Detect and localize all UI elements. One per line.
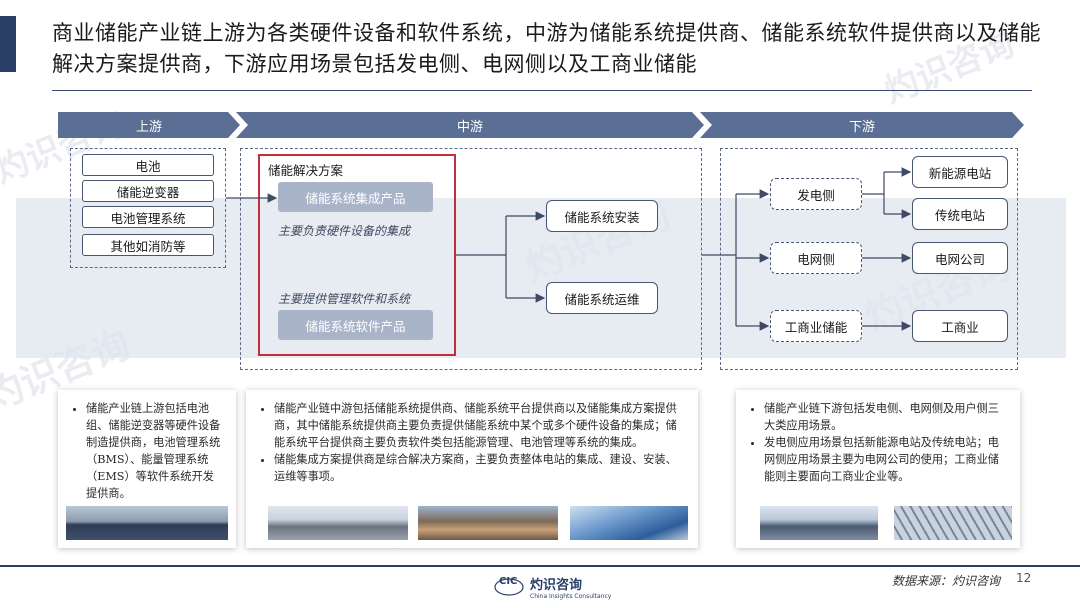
note-mid-1: 储能产业链中游包括储能系统提供商、储能系统平台提供商以及储能集成方案提供商，其中… (274, 400, 686, 451)
note-mid-2: 储能集成方案提供商是综合解决方案商，主要负责整体电站的集成、建设、安装、运维等事… (274, 451, 686, 485)
logo-en: China Insights Consultancy (530, 593, 611, 600)
note-up-1: 储能产业链上游包括电池组、储能逆变器等硬件设备制造提供商，电池管理系统（BMS）… (86, 400, 224, 502)
logo-cn: 灼识咨询 (530, 578, 582, 593)
substation-image (894, 506, 1012, 540)
cic-logo: CIC 灼识咨询 China Insights Consultancy (494, 574, 611, 600)
factory-image (268, 506, 408, 540)
solar-farm-image (66, 506, 228, 540)
solar-panel-image (570, 506, 688, 540)
container-storage-image (418, 506, 558, 540)
page-number: 12 (1016, 571, 1031, 585)
logo-abbr: CIC (499, 576, 517, 587)
note-down-2: 发电侧应用场景包括新能源电站及传统电站；电网侧应用场景主要为电网公司的使用；工商… (764, 434, 1008, 485)
power-plant-image (760, 506, 878, 540)
footer-divider (0, 565, 1080, 567)
note-down-1: 储能产业链下游包括发电侧、电网侧及用户侧三大类应用场景。 (764, 400, 1008, 434)
data-source: 数据来源：灼识咨询 (892, 572, 1000, 589)
